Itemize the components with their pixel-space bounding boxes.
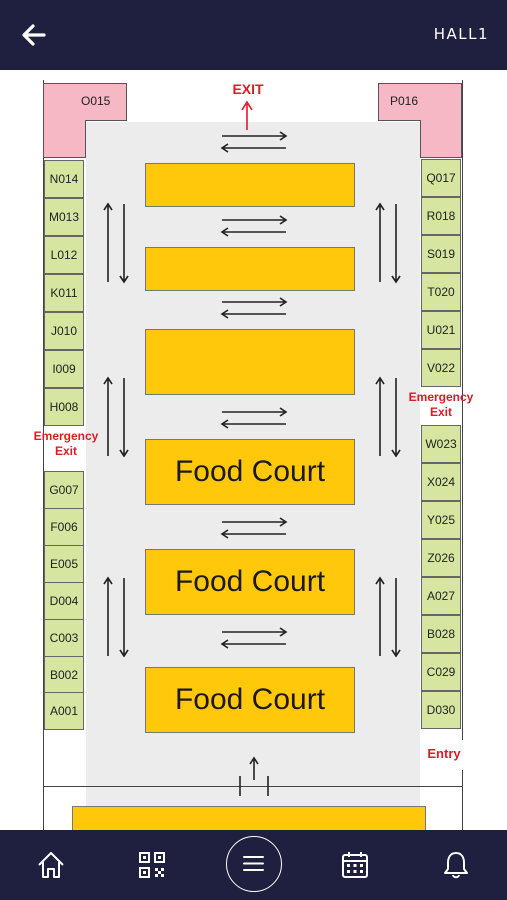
stall-K011[interactable]: K011	[44, 274, 84, 312]
qr-code-icon	[139, 852, 165, 878]
bell-icon	[444, 852, 468, 879]
exit-label: EXIT	[232, 81, 264, 97]
stall-V022[interactable]: V022	[421, 349, 461, 387]
stall-J010[interactable]: J010	[44, 312, 84, 350]
nav-notifications-button[interactable]	[438, 847, 474, 883]
aisle-direction-arrows	[103, 131, 401, 796]
stall-U021[interactable]: U021	[421, 311, 461, 349]
hall-map[interactable]: O015 P016 EXIT N014 M013 L012 K011 J010 …	[0, 70, 507, 830]
stall-R018[interactable]: R018	[421, 197, 461, 235]
lower-hall-block[interactable]	[72, 806, 426, 830]
stall-T020[interactable]: T020	[421, 273, 461, 311]
stall-corner-right-ext	[420, 120, 462, 158]
stall-L012[interactable]: L012	[44, 236, 84, 274]
hall-title: HALL1	[433, 25, 489, 43]
stall-corner-left[interactable]: O015	[43, 83, 127, 121]
food-block-2[interactable]	[145, 247, 355, 291]
nav-calendar-button[interactable]	[337, 847, 373, 883]
stall-C003[interactable]: C003	[44, 619, 84, 657]
food-block-3[interactable]	[145, 329, 355, 395]
emergency-exit-left-label: Emergency Exit	[33, 429, 99, 458]
menu-icon	[243, 856, 264, 871]
wall-right	[462, 80, 463, 740]
stall-B002[interactable]: B002	[44, 656, 84, 694]
home-icon	[38, 852, 64, 878]
back-button[interactable]	[18, 20, 50, 50]
stall-N014[interactable]: N014	[44, 160, 84, 198]
stall-S019[interactable]: S019	[421, 235, 461, 273]
food-block-1[interactable]	[145, 163, 355, 207]
stall-Y025[interactable]: Y025	[421, 501, 461, 539]
stall-Z026[interactable]: Z026	[421, 539, 461, 577]
stall-A027[interactable]: A027	[421, 577, 461, 615]
calendar-icon	[342, 852, 368, 878]
stall-X024[interactable]: X024	[421, 463, 461, 501]
bottom-nav	[0, 830, 507, 900]
food-court-3[interactable]: Food Court	[145, 667, 355, 733]
stall-corner-left-label: O015	[81, 94, 111, 108]
stall-A001[interactable]: A001	[44, 692, 84, 730]
stall-I009[interactable]: I009	[44, 350, 84, 388]
nav-home-button[interactable]	[33, 847, 69, 883]
stall-C029[interactable]: C029	[421, 653, 461, 691]
food-court-2[interactable]: Food Court	[145, 549, 355, 615]
entry-label: Entry	[427, 746, 461, 761]
wall-bottom-entry	[43, 786, 463, 787]
top-bar: HALL1	[0, 0, 507, 70]
stall-corner-left-ext	[43, 120, 86, 158]
food-court-1[interactable]: Food Court	[145, 439, 355, 505]
nav-qr-button[interactable]	[134, 847, 170, 883]
stall-Q017[interactable]: Q017	[421, 159, 461, 197]
stall-F006[interactable]: F006	[44, 508, 84, 546]
wall-right-lower	[462, 770, 463, 830]
stall-W023[interactable]: W023	[421, 425, 461, 463]
stall-D030[interactable]: D030	[421, 691, 461, 729]
arrow-left-icon	[22, 24, 46, 46]
wall-left	[43, 80, 44, 830]
stall-B028[interactable]: B028	[421, 615, 461, 653]
stall-corner-right-label: P016	[390, 94, 419, 108]
stall-D004[interactable]: D004	[44, 582, 84, 620]
stall-M013[interactable]: M013	[44, 198, 84, 236]
emergency-exit-right-label: Emergency Exit	[408, 390, 474, 419]
nav-menu-button[interactable]	[226, 836, 282, 892]
exit-arrow-icon	[241, 100, 253, 130]
stall-H008[interactable]: H008	[44, 388, 84, 426]
stall-E005[interactable]: E005	[44, 545, 84, 583]
